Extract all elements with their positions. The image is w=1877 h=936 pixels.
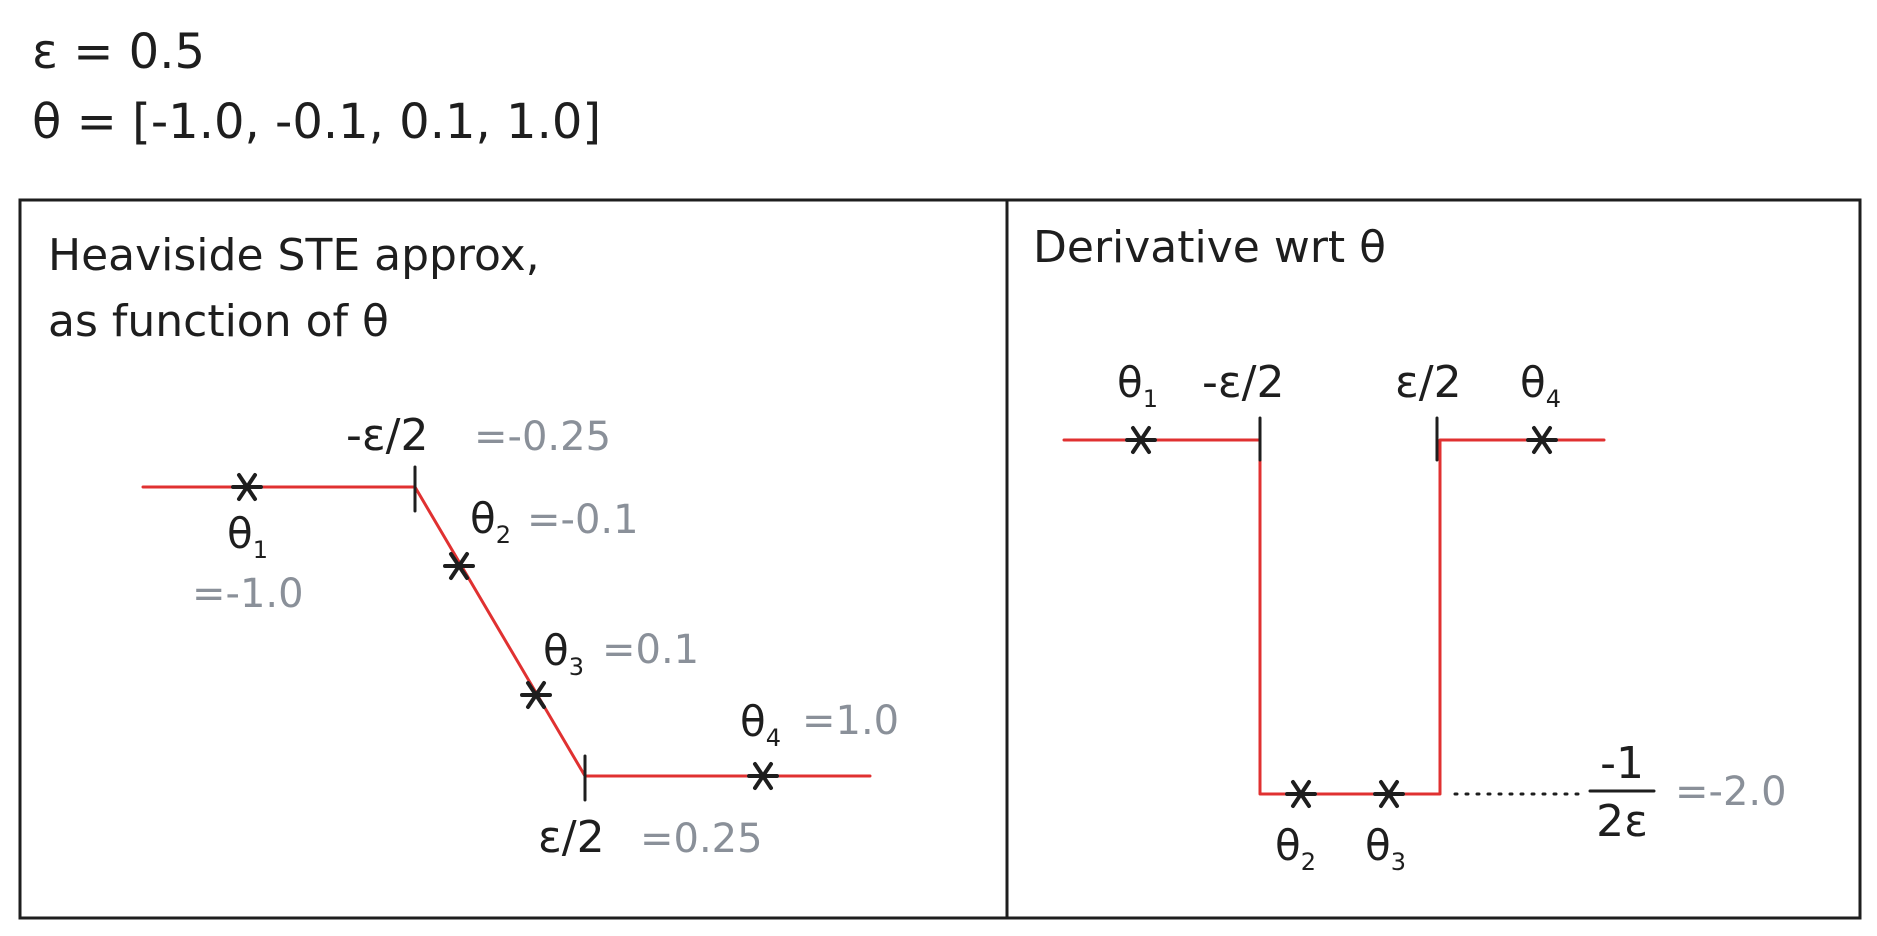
theta2-marker (443, 552, 475, 580)
outer-frame (18, 198, 1862, 920)
right-panel: Derivative wrt θ θ1 -ε/2 ε/2 θ4 θ2 θ3 -1 (1033, 222, 1787, 876)
neg-eps-value: =-0.25 (474, 414, 611, 460)
deriv-theta3-marker (1373, 780, 1405, 808)
theta4-marker (747, 762, 779, 790)
theta1-marker (231, 473, 263, 501)
theta1-value: =-1.0 (192, 571, 304, 617)
theta-definition: θ = [-1.0, -0.1, 0.1, 1.0] (32, 94, 601, 150)
fraction-numerator: -1 (1600, 738, 1644, 789)
theta3-value: =0.1 (602, 627, 699, 673)
theta3-label: θ3 (543, 626, 584, 681)
pos-eps-label: ε/2 (538, 812, 605, 863)
deriv-theta1-marker (1125, 426, 1157, 454)
deriv-theta2-label: θ2 (1275, 821, 1316, 876)
left-panel-title-line1: Heaviside STE approx, (48, 230, 540, 281)
theta4-value: =1.0 (802, 698, 899, 744)
theta3-marker (520, 681, 552, 709)
deriv-theta4-marker (1526, 426, 1558, 454)
theta2-value: =-0.1 (527, 497, 639, 543)
ste-approx-curve (141, 485, 872, 778)
deriv-pos-eps-label: ε/2 (1395, 357, 1462, 408)
theta1-label: θ1 (227, 509, 268, 564)
right-panel-title: Derivative wrt θ (1033, 222, 1386, 273)
pos-eps-value: =0.25 (640, 816, 763, 862)
deriv-theta2-marker (1285, 780, 1317, 808)
left-panel-title-line2: as function of θ (48, 296, 389, 347)
derivative-curve (1062, 438, 1606, 796)
left-panel: Heaviside STE approx, as function of θ -… (48, 230, 899, 863)
epsilon-definition: ε = 0.5 (32, 24, 205, 80)
deriv-theta3-label: θ3 (1365, 821, 1406, 876)
neg-eps-label: -ε/2 (346, 410, 428, 461)
deriv-theta4-label: θ4 (1520, 358, 1561, 413)
deriv-theta1-label: θ1 (1117, 358, 1158, 413)
theta4-label: θ4 (740, 697, 781, 752)
fraction-value: =-2.0 (1675, 769, 1787, 815)
deriv-neg-eps-label: -ε/2 (1202, 357, 1284, 408)
theta2-label: θ2 (470, 494, 511, 549)
fraction-denominator: 2ε (1596, 796, 1648, 847)
